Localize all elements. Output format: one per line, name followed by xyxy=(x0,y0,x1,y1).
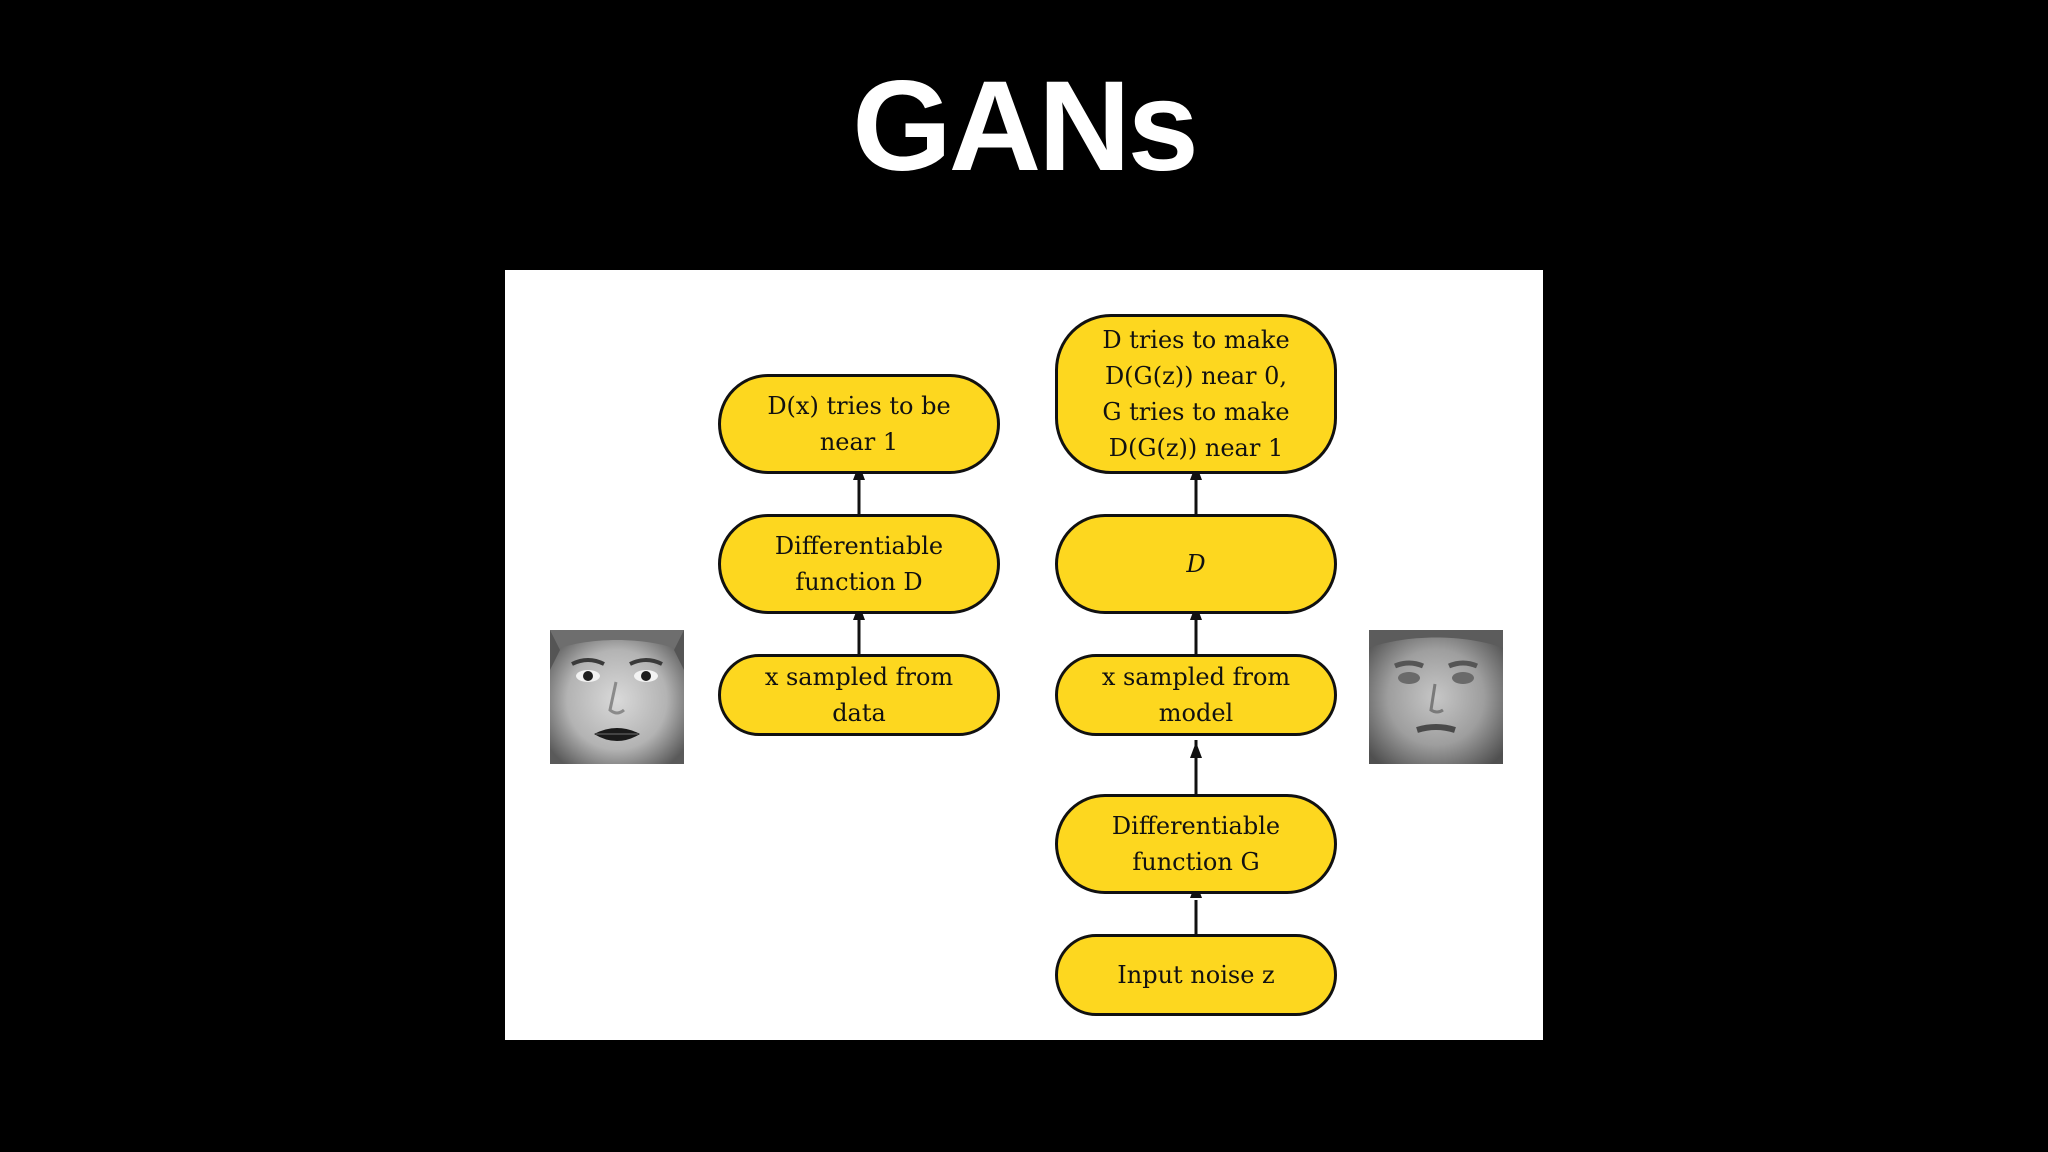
node-line: D tries to make xyxy=(1102,326,1290,354)
slide-title: GANs xyxy=(852,55,1199,198)
node-line: x sampled from xyxy=(764,663,954,691)
node-line: data xyxy=(832,699,886,727)
gan-diagram-panel: D(x) tries to be near 1 Differentiable f… xyxy=(505,270,1543,1040)
node-line: model xyxy=(1158,699,1234,727)
node-minimax-objective: D tries to make D(G(z)) near 0, G tries … xyxy=(1055,314,1337,474)
node-line: D(G(z)) near 0, xyxy=(1104,362,1288,390)
node-line: x sampled from xyxy=(1101,663,1291,691)
node-x-sampled-from-data: x sampled from data xyxy=(718,654,1000,736)
node-discriminator-d: D xyxy=(1055,514,1337,614)
node-x-sampled-from-model: x sampled from model xyxy=(1055,654,1337,736)
node-line: function G xyxy=(1132,848,1260,876)
node-line: D(x) tries to be xyxy=(767,392,951,420)
node-line: D(G(z)) near 1 xyxy=(1108,434,1284,462)
generated-face-image xyxy=(1369,630,1503,764)
node-line: Differentiable xyxy=(774,532,944,560)
node-real-discriminator-objective: D(x) tries to be near 1 xyxy=(718,374,1000,474)
node-line: Differentiable xyxy=(1111,812,1281,840)
node-line: D xyxy=(1186,550,1206,578)
node-differentiable-function-d: Differentiable function D xyxy=(718,514,1000,614)
node-line: function D xyxy=(795,568,923,596)
node-line: near 1 xyxy=(819,428,899,456)
node-differentiable-function-g: Differentiable function G xyxy=(1055,794,1337,894)
real-face-image xyxy=(550,630,684,764)
node-input-noise-z: Input noise z xyxy=(1055,934,1337,1016)
node-line: G tries to make xyxy=(1102,398,1290,426)
node-line: Input noise z xyxy=(1117,961,1275,989)
